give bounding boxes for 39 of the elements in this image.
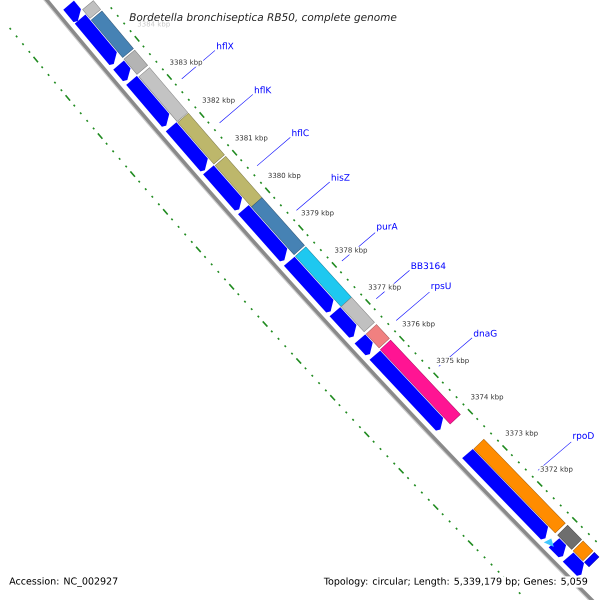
gene-bar	[557, 525, 582, 550]
gene-label: rpsU	[432, 282, 451, 291]
gene-block	[113, 60, 130, 82]
gene-label: dnaG	[474, 330, 496, 337]
gene-bar	[340, 296, 375, 332]
gene-block	[166, 122, 208, 172]
genome-info-text: Topology: circular; Length: 5,339,179 bp; Genes: 5,059	[322, 576, 589, 588]
leader-line	[396, 292, 430, 321]
gene-label: hflC	[292, 129, 309, 136]
gene-label: purA	[377, 223, 398, 232]
gene-block	[354, 334, 373, 356]
gene-block	[126, 76, 170, 127]
gene-block	[238, 205, 288, 262]
gene-bar	[178, 112, 225, 164]
gene-block	[63, 0, 81, 22]
gene-bar	[138, 67, 188, 122]
leader-line	[296, 182, 330, 211]
gene-label: hflK	[254, 86, 272, 94]
gene-bar	[295, 246, 352, 307]
leader-line	[256, 137, 291, 166]
gene-bar	[366, 324, 390, 348]
gene-block	[330, 307, 356, 338]
gene-bar	[82, 0, 101, 19]
gene-bar	[214, 156, 262, 208]
gene-block	[203, 165, 242, 210]
gene-bar	[572, 540, 594, 561]
gene-bar	[124, 50, 148, 75]
gene-block	[544, 538, 554, 547]
gene-bar	[584, 552, 600, 568]
gene-label: hflX	[217, 42, 234, 50]
gene-label: BB3164	[412, 262, 446, 270]
gene-block	[284, 256, 334, 313]
gene-label: hisZ	[332, 174, 350, 181]
leader-line	[219, 94, 254, 124]
gene-block	[548, 538, 566, 558]
gene-block	[74, 14, 117, 66]
accession-text: Accession: NC_002927	[8, 576, 120, 588]
gene-label: rpoD	[573, 432, 594, 441]
leader-line	[538, 442, 572, 471]
